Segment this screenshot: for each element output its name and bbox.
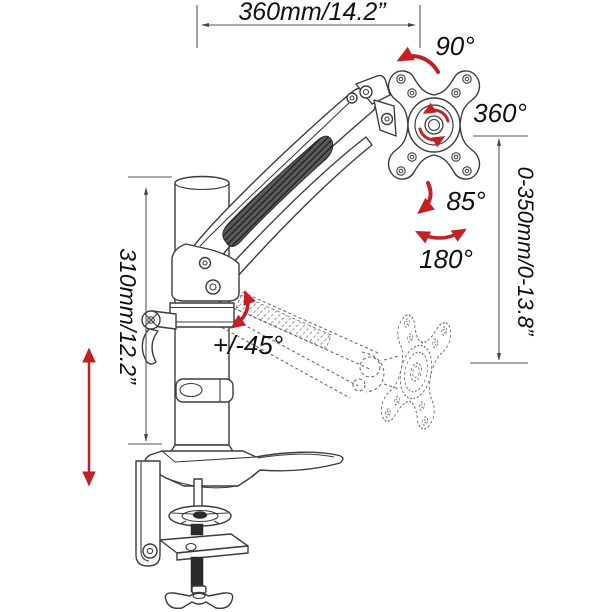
gas-spring-arm: [192, 87, 377, 278]
gas-spring-link: [228, 136, 373, 278]
arm-swivel-angle-label: 180°: [419, 244, 473, 274]
height-range-label: 0-350mm/0-13.8”: [513, 167, 538, 337]
arm-slot-hatch: [222, 135, 334, 248]
head-tilt-angle-label: 85°: [446, 186, 485, 216]
dimension-pole-height: 310mm/12.2”: [115, 176, 172, 445]
ghost-vesa-plate: [378, 312, 454, 432]
pole-height-label: 310mm/12.2”: [115, 248, 141, 385]
clamp-spinner-wheel: [168, 505, 232, 527]
cable-clip: [175, 378, 234, 403]
clamp-foot: [164, 585, 234, 610]
arm-pivot-angle-label: +/-45°: [213, 330, 283, 360]
arm-reach-label: 360mm/14.2”: [238, 0, 387, 26]
pole-collar: [169, 302, 235, 328]
desk-clamp-base: [135, 444, 344, 610]
head-rotation-angle-label: 360°: [473, 98, 527, 128]
dimension-arm-reach: 360mm/14.2”: [196, 0, 421, 48]
dimension-height-range: 0-350mm/0-13.8”: [470, 135, 538, 364]
arm-swivel-arrow-icon: [415, 228, 467, 244]
head-tilt-arrow-icon: [417, 181, 435, 215]
vesa-bracket-joint: [355, 74, 397, 137]
clamp-screw-upper: [193, 478, 203, 508]
clamp-back-plate: [135, 460, 161, 567]
head-swivel-angle-label: 90°: [435, 31, 474, 61]
rotation-360-icon: [418, 102, 450, 148]
head-swivel-arrow-icon: [396, 46, 440, 74]
arm-pivot-arrow-icon: [230, 289, 256, 329]
clamp-threaded-rod: [190, 523, 204, 536]
vesa-plate: [387, 70, 481, 180]
clamp-lower-jaw: [159, 533, 249, 561]
tension-lever: [141, 310, 177, 365]
arm-pole-housing: [171, 243, 240, 302]
